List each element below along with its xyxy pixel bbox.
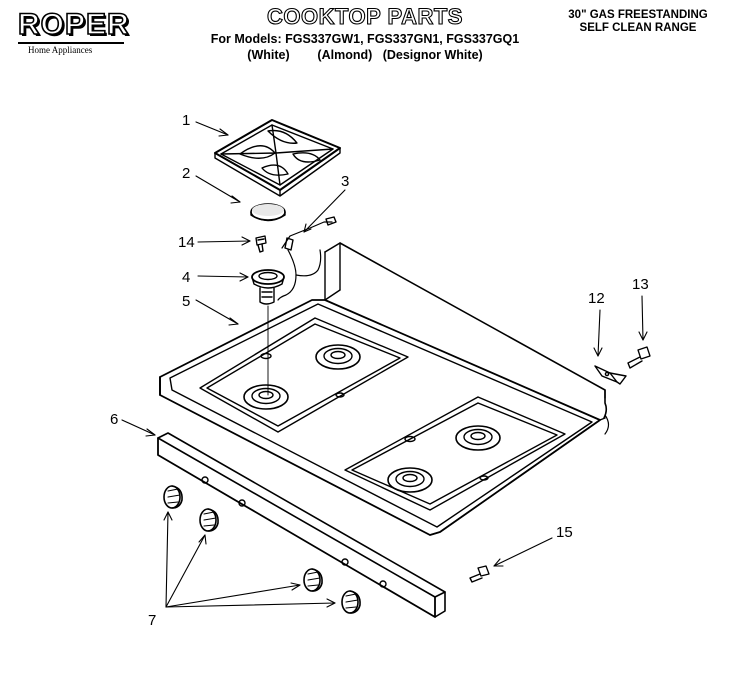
models-line: For Models: FGS337GW1, FGS337GN1, FGS337… bbox=[210, 32, 520, 46]
cooktop bbox=[159, 242, 610, 536]
finishes-line: (White) (Almond) (Designor White) bbox=[247, 48, 483, 62]
brand-name: ROPER bbox=[17, 8, 130, 41]
model-list: For Models: FGS337GW1, FGS337GN1, FGS337… bbox=[150, 31, 580, 63]
callout-7: 7 bbox=[148, 612, 156, 629]
burner-cap bbox=[250, 203, 286, 222]
brand-underline bbox=[18, 42, 124, 44]
knob-3 bbox=[303, 568, 323, 592]
callout-2: 2 bbox=[182, 165, 190, 182]
callout-1: 1 bbox=[182, 112, 190, 129]
screw-14 bbox=[255, 235, 267, 253]
burner-base bbox=[251, 269, 285, 396]
control-panel bbox=[157, 432, 446, 618]
screw-13 bbox=[627, 346, 651, 369]
callout-6: 6 bbox=[110, 411, 118, 428]
bracket-12 bbox=[594, 365, 627, 385]
page-title: COOKTOP PARTS bbox=[266, 3, 463, 29]
callout-numbers: 1 2 3 14 4 5 6 7 12 13 15 bbox=[110, 112, 649, 629]
range-line-2: SELF CLEAN RANGE bbox=[579, 22, 697, 34]
leader-lines bbox=[121, 121, 648, 608]
burner-grate bbox=[214, 119, 341, 197]
callout-3: 3 bbox=[341, 173, 349, 190]
range-description: 30" GAS FREESTANDING SELF CLEAN RANGE bbox=[548, 9, 728, 35]
callout-13: 13 bbox=[632, 276, 649, 293]
callout-12: 12 bbox=[588, 290, 605, 307]
knob-1 bbox=[163, 485, 183, 509]
control-knobs bbox=[163, 485, 361, 614]
callout-4: 4 bbox=[182, 269, 190, 286]
callout-15: 15 bbox=[556, 524, 573, 541]
callout-5: 5 bbox=[182, 293, 190, 310]
range-line-1: 30" GAS FREESTANDING bbox=[568, 9, 708, 21]
callout-14: 14 bbox=[178, 234, 195, 251]
brand-tagline: Home Appliances bbox=[28, 45, 93, 55]
roper-logo: ROPER Home Appliances bbox=[17, 8, 130, 55]
knob-2 bbox=[199, 508, 219, 532]
knob-4 bbox=[341, 590, 361, 614]
screw-15 bbox=[469, 565, 490, 583]
